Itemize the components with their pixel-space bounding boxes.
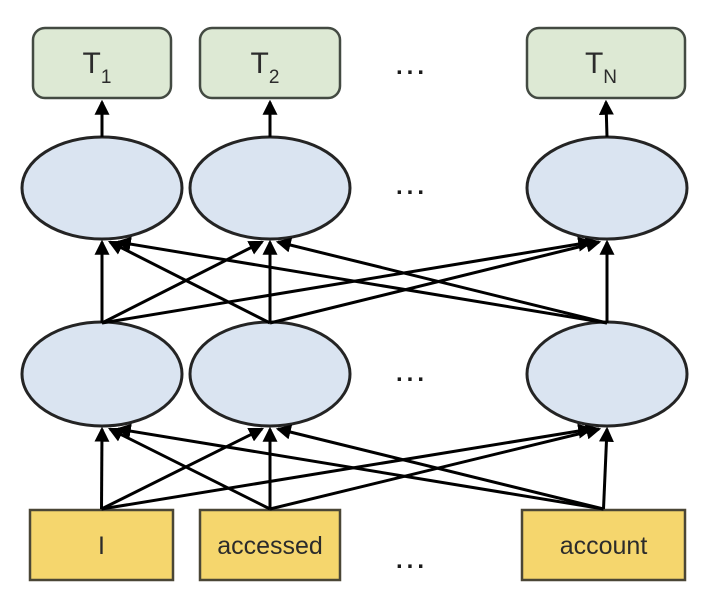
- input-node: [28, 508, 175, 582]
- nodes-layer: [20, 26, 689, 582]
- edges-layer: [94, 99, 615, 511]
- output-node-label: T2: [251, 47, 280, 88]
- edge-arrow: [269, 237, 602, 325]
- edge-arrow: [275, 237, 608, 325]
- ellipsis-dots: ...: [396, 173, 428, 200]
- input-node-label: I: [98, 532, 105, 560]
- hidden-node: [20, 135, 184, 241]
- edge-arrow: [94, 426, 110, 510]
- edge-arrow: [115, 236, 608, 325]
- edge-arrow: [101, 236, 594, 325]
- edge-arrow: [115, 423, 604, 511]
- edge-arrow: [107, 427, 271, 511]
- edge-arrow: [107, 240, 271, 325]
- hidden-node: [188, 135, 352, 241]
- edge-arrow: [100, 427, 265, 511]
- ellipsis-dots: ...: [396, 547, 428, 574]
- edge-arrow: [275, 424, 604, 511]
- edge-arrow: [101, 240, 265, 325]
- output-node: [198, 26, 342, 100]
- output-node-label: T1: [83, 47, 112, 88]
- input-node: [520, 508, 687, 582]
- hidden-node: [525, 135, 689, 241]
- hidden-node: [525, 320, 689, 428]
- hidden-node: [188, 320, 352, 428]
- input-node: [198, 508, 342, 582]
- hidden-node: [20, 320, 184, 428]
- ellipsis-dots: ...: [396, 53, 428, 80]
- input-node-label: account: [560, 532, 648, 560]
- output-node: [525, 26, 687, 100]
- output-node-label: TN: [585, 47, 617, 88]
- edge-arrow: [101, 423, 594, 511]
- edge-arrow: [598, 426, 614, 510]
- edge-arrow: [598, 99, 614, 138]
- ellipsis-dots: ...: [396, 360, 428, 387]
- output-node: [31, 26, 173, 100]
- input-node-label: accessed: [217, 532, 323, 560]
